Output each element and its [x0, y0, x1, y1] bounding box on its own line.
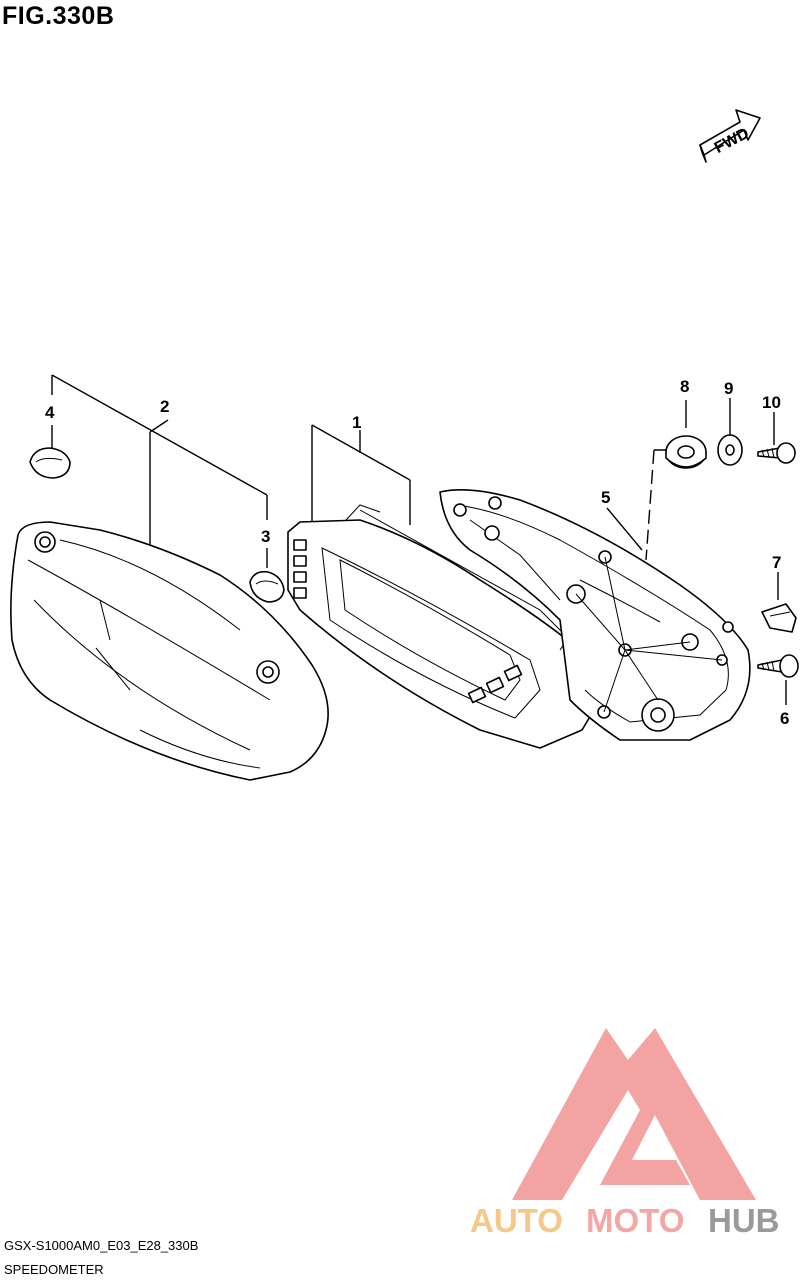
watermark-moto: MOTO	[586, 1202, 684, 1239]
part-9-washer	[717, 434, 743, 466]
part-7-clip-nut	[761, 603, 797, 633]
watermark-text: AUTO MOTO HUB	[470, 1202, 780, 1239]
watermark-hub: HUB	[708, 1202, 780, 1239]
callout-2: 2	[160, 397, 169, 416]
part-6-screw	[757, 654, 799, 678]
figure-title: FIG.330B	[2, 2, 115, 30]
watermark-logo-icon	[512, 1028, 756, 1200]
callout-9: 9	[724, 379, 733, 398]
part-5-back-housing	[439, 488, 751, 741]
figure-code: GSX-S1000AM0_E03_E28_330B	[4, 1238, 199, 1253]
callout-7: 7	[772, 553, 781, 572]
callout-10: 10	[762, 393, 781, 412]
callout-3: 3	[261, 527, 270, 546]
part-8-grommet	[665, 435, 707, 469]
part-4-cap	[29, 447, 71, 479]
callout-6: 6	[780, 709, 789, 728]
part-2-meter-cover	[10, 521, 329, 781]
callout-1: 1	[352, 413, 361, 432]
figure-name: SPEEDOMETER	[4, 1262, 104, 1277]
fwd-arrow-icon: FWD	[699, 109, 761, 163]
callout-labels: 1 2 3 4 5 6 7 8 9 10	[45, 377, 789, 728]
callout-8: 8	[680, 377, 689, 396]
leader-lines	[51, 374, 787, 705]
callout-5: 5	[601, 488, 610, 507]
watermark-auto: AUTO	[470, 1202, 563, 1239]
callout-4: 4	[45, 403, 55, 422]
part-1-meter-assembly	[287, 504, 601, 749]
part-3-cap	[249, 570, 285, 603]
part-10-screw	[757, 442, 796, 464]
